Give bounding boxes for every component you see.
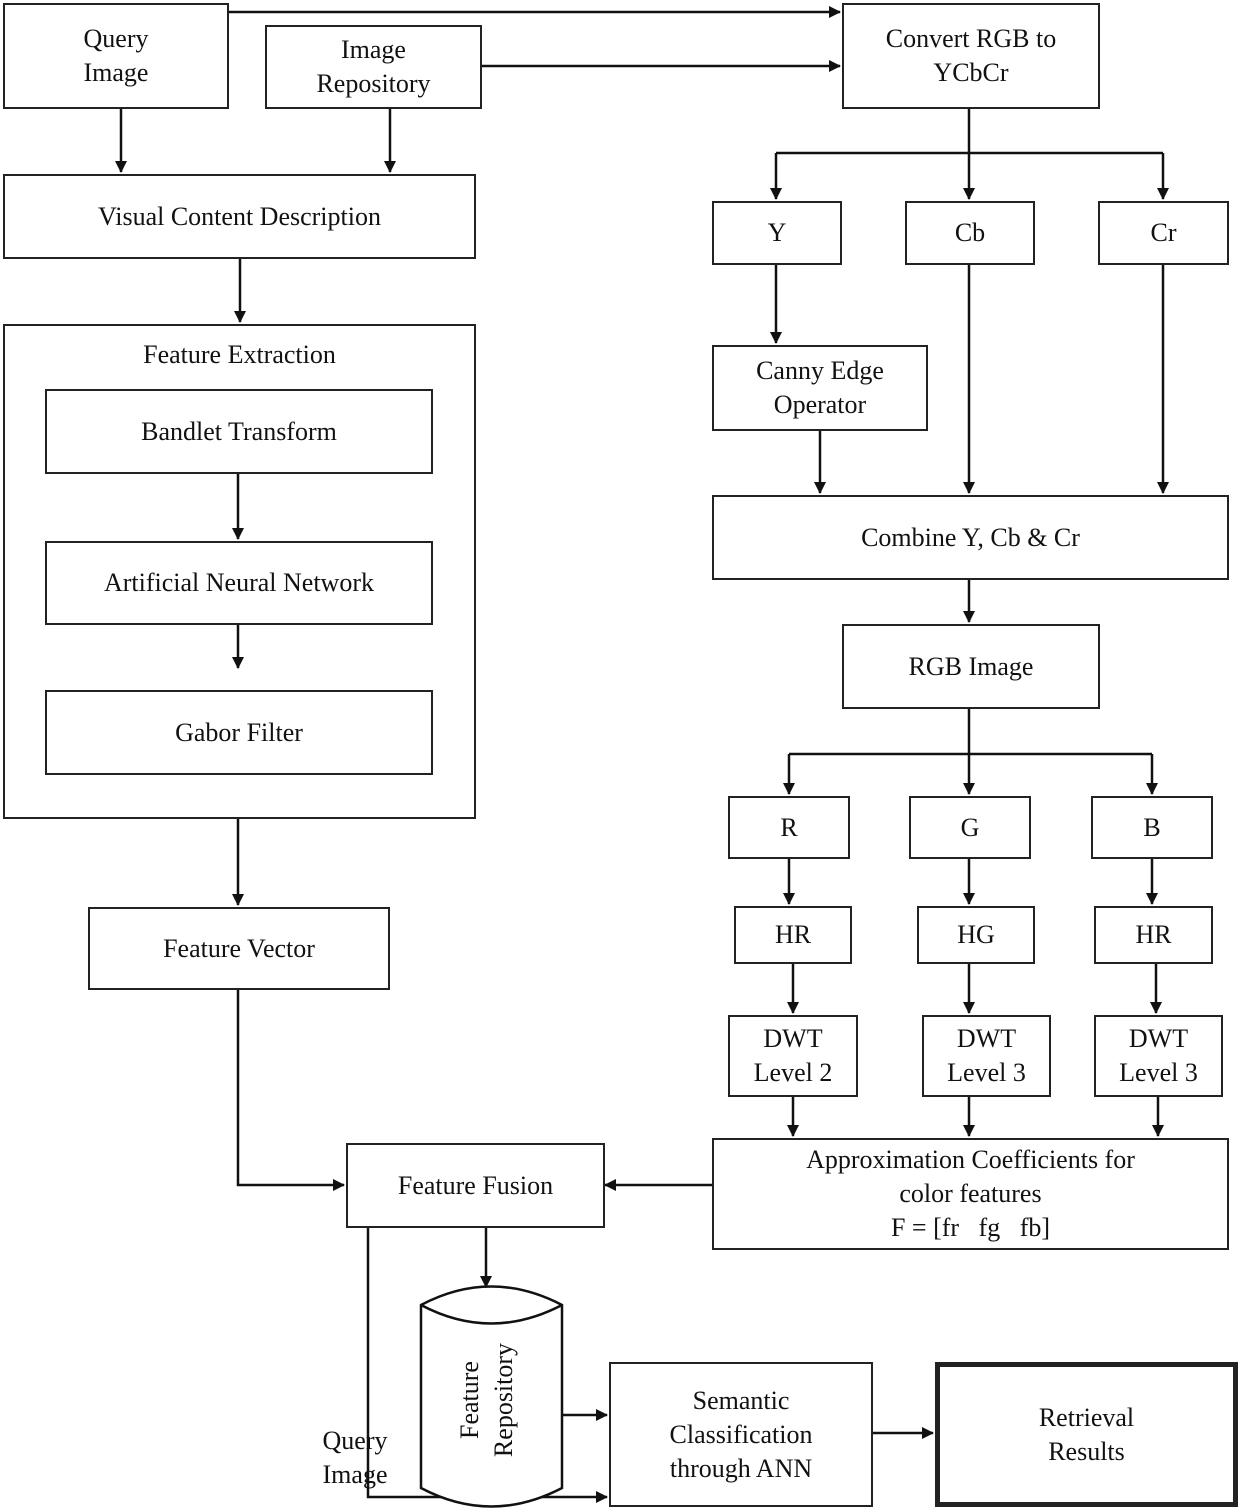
hg-box: HG	[917, 906, 1035, 964]
dwt-box-1: DWT Level 2	[728, 1015, 858, 1097]
query-image-bottom-label: Query Image	[300, 1424, 410, 1492]
ann-label: Artificial Neural Network	[103, 568, 374, 597]
dwt-1-line2: Level 2	[753, 1058, 833, 1087]
image-repository-box: Image Repository	[265, 25, 482, 109]
y-box: Y	[712, 201, 842, 265]
query-image-line2: Image	[83, 58, 149, 87]
semantic-line1: Semantic	[692, 1385, 790, 1415]
ann-box: Artificial Neural Network	[45, 541, 433, 625]
cb-label: Cb	[954, 218, 986, 247]
hr-label-2: HR	[1135, 920, 1172, 949]
rgb-image-label: RGB Image	[908, 651, 1034, 681]
approximation-box: Approximation Coefficients for color fea…	[712, 1138, 1229, 1250]
feature-extraction-container: Feature Extraction	[3, 324, 476, 819]
retrieval-results-box: Retrieval Results	[935, 1362, 1238, 1507]
feature-fusion-box: Feature Fusion	[346, 1143, 605, 1228]
dwt-3-line1: DWT	[1128, 1024, 1189, 1053]
convert-line1: Convert RGB to	[885, 24, 1057, 53]
convert-line2: YCbCr	[933, 58, 1009, 87]
cr-label: Cr	[1150, 218, 1177, 247]
semantic-line2: Classification	[669, 1419, 813, 1449]
visual-content-label: Visual Content Description	[98, 201, 381, 231]
image-repository-line1: Image	[341, 35, 406, 64]
convert-box: Convert RGB to YCbCr	[842, 3, 1100, 109]
g-label: G	[960, 812, 980, 842]
cr-box: Cr	[1098, 201, 1229, 265]
gabor-filter-label: Gabor Filter	[175, 717, 303, 747]
combine-box: Combine Y, Cb & Cr	[712, 495, 1229, 580]
query-image-bottom-line2: Image	[322, 1460, 388, 1489]
b-box: B	[1091, 796, 1213, 859]
dwt-2-line1: DWT	[956, 1024, 1017, 1053]
bandlet-transform-label: Bandlet Transform	[141, 416, 337, 446]
feature-repository-cylinder	[419, 1285, 564, 1508]
semantic-classification-box: Semantic Classification through ANN	[609, 1362, 873, 1507]
feature-extraction-title: Feature Extraction	[143, 340, 336, 369]
retrieval-line2: Results	[1048, 1436, 1125, 1466]
feature-vector-label: Feature Vector	[163, 933, 315, 963]
visual-content-box: Visual Content Description	[3, 174, 476, 259]
feature-repository-line1: Feature	[455, 1361, 484, 1439]
hr-box-2: HR	[1094, 906, 1213, 964]
approximation-line3: F = [fr fg fb]	[890, 1213, 1051, 1242]
bandlet-transform-box: Bandlet Transform	[45, 389, 433, 474]
g-box: G	[909, 796, 1031, 859]
canny-line2: Operator	[773, 390, 867, 419]
retrieval-line1: Retrieval	[1038, 1402, 1135, 1432]
semantic-line3: through ANN	[669, 1453, 813, 1483]
dwt-3-line2: Level 3	[1119, 1058, 1198, 1087]
approximation-line2: color features	[899, 1179, 1042, 1208]
arrow-vector-to-fusion	[236, 990, 345, 1191]
feature-fusion-label: Feature Fusion	[397, 1170, 554, 1200]
feature-repository-line2: Repository	[489, 1342, 518, 1458]
r-label: R	[780, 812, 798, 842]
approximation-line1: Approximation Coefficients for	[806, 1145, 1135, 1174]
canny-line1: Canny Edge	[756, 356, 884, 385]
r-box: R	[728, 796, 850, 859]
canny-box: Canny Edge Operator	[712, 345, 928, 431]
y-label: Y	[767, 218, 787, 247]
rgb-image-box: RGB Image	[842, 624, 1100, 709]
dwt-box-2: DWT Level 3	[922, 1015, 1051, 1097]
dwt-box-3: DWT Level 3	[1094, 1015, 1223, 1097]
dwt-1-line1: DWT	[763, 1024, 823, 1053]
query-image-box: Query Image	[3, 3, 229, 109]
query-image-line1: Query	[83, 24, 149, 53]
combine-label: Combine Y, Cb & Cr	[861, 522, 1080, 552]
hg-label: HG	[957, 920, 995, 949]
dwt-2-line2: Level 3	[947, 1058, 1026, 1087]
image-repository-line2: Repository	[316, 69, 431, 98]
cb-box: Cb	[905, 201, 1035, 265]
b-label: B	[1143, 812, 1161, 842]
hr-label-1: HR	[774, 920, 812, 949]
query-image-bottom-line1: Query	[322, 1426, 388, 1455]
hr-box-1: HR	[734, 906, 852, 964]
gabor-filter-box: Gabor Filter	[45, 690, 433, 775]
feature-vector-box: Feature Vector	[88, 907, 390, 990]
